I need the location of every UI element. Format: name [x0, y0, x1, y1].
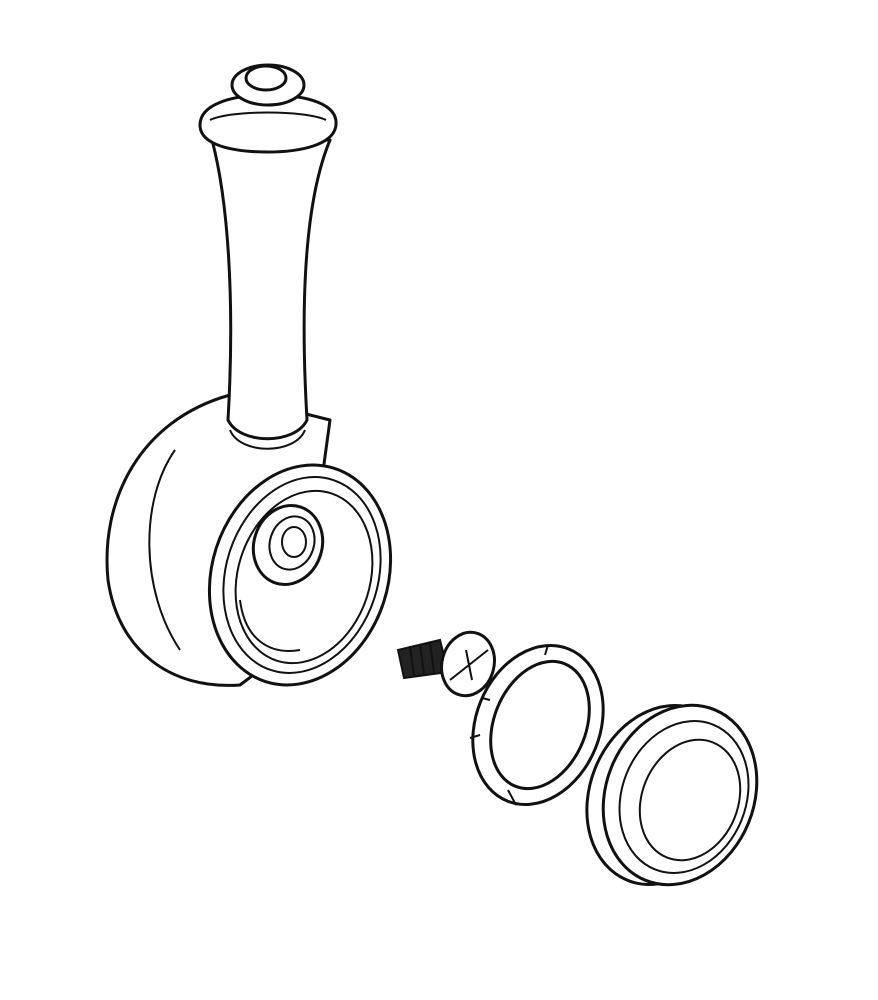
hub — [251, 504, 325, 586]
lever-handle — [198, 63, 338, 450]
retaining-ring — [469, 644, 605, 806]
cap — [585, 703, 759, 887]
screw — [396, 630, 496, 698]
handle-body — [105, 393, 393, 687]
